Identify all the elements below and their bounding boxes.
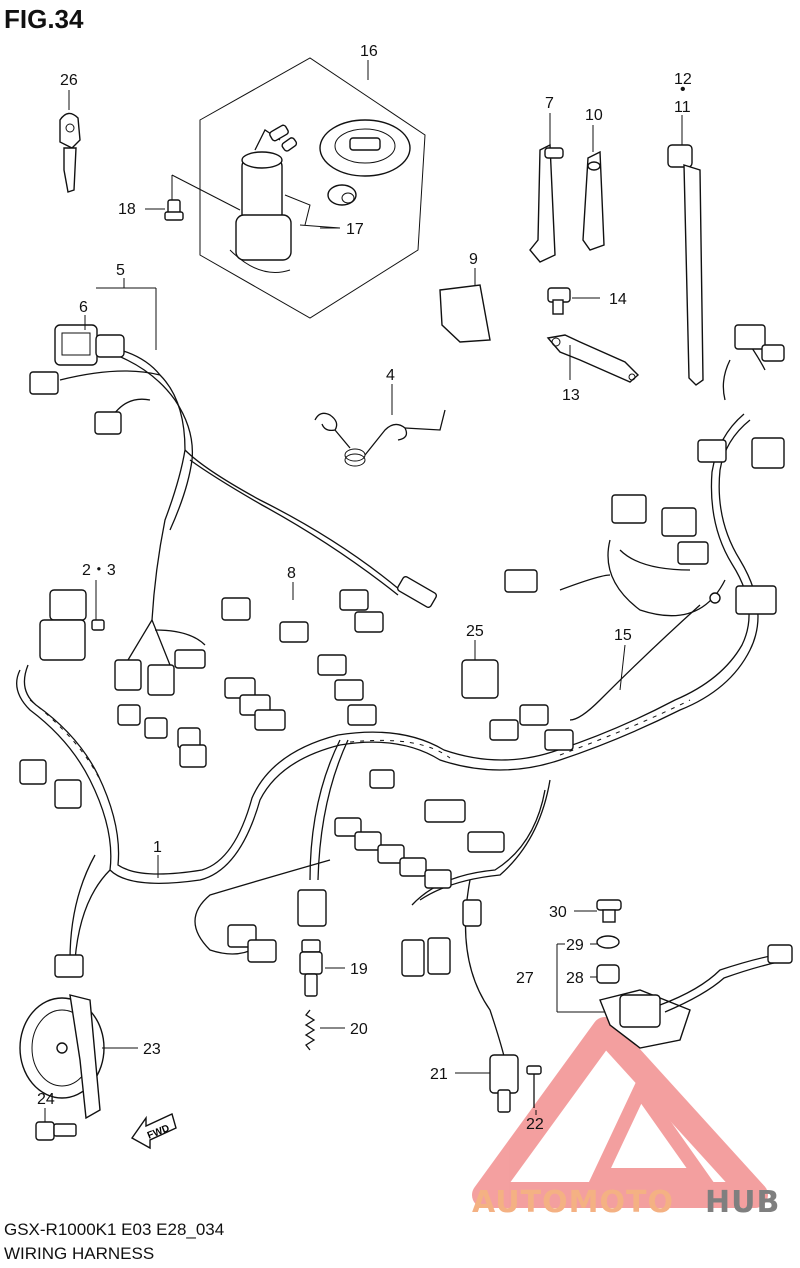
sensor-19 [297, 889, 327, 997]
connectors [19, 324, 785, 978]
callout-8: 8 [287, 565, 296, 582]
callout-1: 1 [153, 839, 162, 856]
callout-27: 27 [516, 970, 534, 987]
bolt-24 [35, 1121, 77, 1141]
ignition-lock-set-box [199, 57, 426, 319]
callout-labels: 26 16 17 18 7 10 12 • 11 9 14 13 4 5 6 2… [37, 43, 692, 1133]
screw-22 [526, 1065, 542, 1108]
cable-tie [667, 144, 704, 386]
callout-21: 21 [430, 1066, 448, 1083]
callout-18: 18 [118, 201, 136, 218]
sensor-assembly-27 [596, 899, 793, 1049]
callout-25: 25 [466, 623, 484, 640]
callout-6: 6 [79, 299, 88, 316]
watermark-part2: HUB [705, 1185, 780, 1220]
watermark-logo [472, 1017, 768, 1208]
bolt-14 [547, 287, 600, 315]
spring-20 [304, 1009, 316, 1051]
footer-model-code: GSX-R1000K1 E03 E28_034 [4, 1220, 225, 1239]
horn-23 [19, 994, 105, 1120]
callout-30: 30 [549, 904, 567, 921]
callout-24: 24 [37, 1091, 55, 1108]
callout-12: 12 [674, 71, 692, 88]
callout-10: 10 [585, 107, 603, 124]
callout-19: 19 [350, 961, 368, 978]
clamp-7 [529, 143, 564, 263]
callout-11: 11 [674, 99, 691, 116]
bracket-13 [546, 334, 640, 383]
callout-28: 28 [566, 970, 584, 987]
watermark-text: AUTOMOTO HUB [472, 1185, 780, 1220]
callout-dot: • [680, 81, 686, 98]
callout-16: 16 [360, 43, 378, 60]
switch-21 [489, 1054, 519, 1113]
footer-figure-name: WIRING HARNESS [4, 1244, 155, 1263]
spring-4 [314, 409, 446, 467]
callout-4: 4 [386, 367, 395, 384]
callout-20: 20 [350, 1021, 368, 1038]
main-harness [16, 344, 766, 1061]
ignition-key [59, 112, 81, 193]
callout-26: 26 [60, 72, 78, 89]
callout-29: 29 [566, 937, 584, 954]
figure-label: FIG.34 [4, 4, 84, 34]
callout-17: 17 [346, 221, 364, 238]
screw-18 [145, 199, 184, 221]
callout-13: 13 [562, 387, 580, 404]
callout-5: 5 [116, 262, 125, 279]
callout-23: 23 [143, 1041, 161, 1058]
leader-lines [44, 60, 683, 1122]
callout-14: 14 [609, 291, 627, 308]
watermark-part1: AUTOMOTO [472, 1185, 674, 1220]
forward-direction-arrow: FWD [130, 1113, 177, 1150]
callout-7: 7 [545, 95, 554, 112]
callout-15: 15 [614, 627, 632, 644]
clamp-10 [582, 150, 605, 251]
callout-9: 9 [469, 251, 478, 268]
plate-9 [439, 284, 491, 343]
callout-22: 22 [526, 1116, 544, 1133]
callout-2-3: 2・3 [82, 562, 116, 579]
